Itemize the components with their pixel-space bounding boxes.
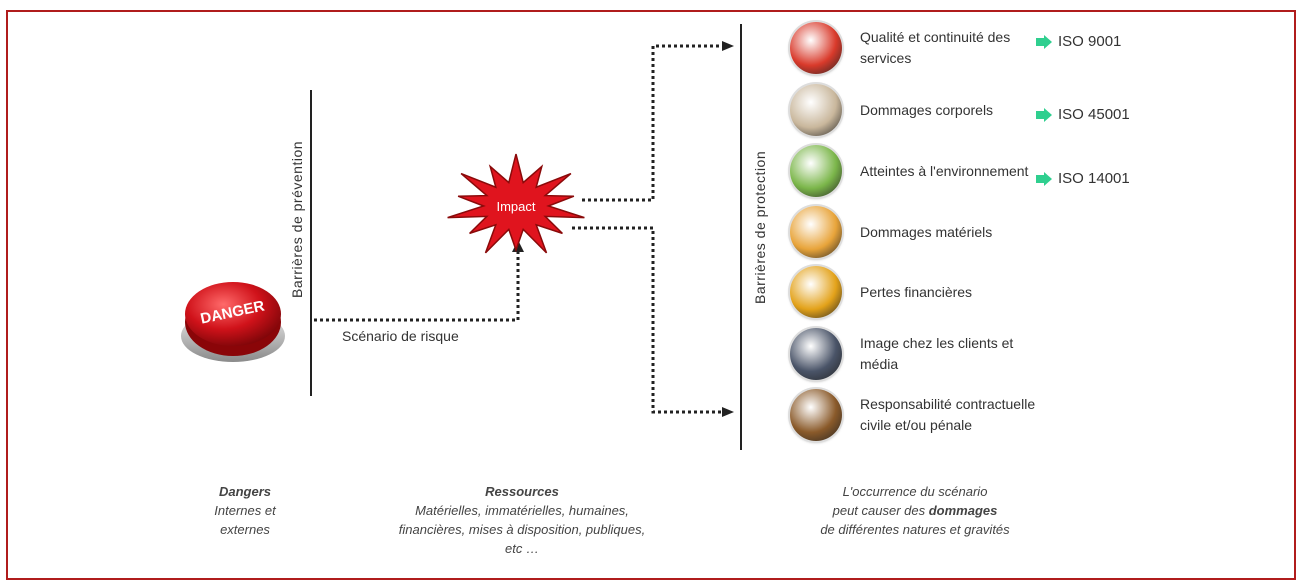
iso-label: ISO 14001 <box>1058 170 1130 187</box>
consequence-label: Responsabilité contractuelle civile et/o… <box>860 396 1036 433</box>
iso-label: ISO 9001 <box>1058 33 1122 50</box>
scenario-label: Scénario de risque <box>342 328 459 344</box>
lower-branch-path <box>572 226 722 414</box>
justice-icon <box>790 389 842 441</box>
impact-burst: Impact <box>447 153 585 254</box>
green-arrow-icon <box>1036 34 1052 49</box>
injured-person-icon <box>790 84 842 136</box>
occurrence-caption-line: peut causer des dommages <box>832 503 998 518</box>
green-arrow-icon <box>1036 171 1052 186</box>
occurrence-caption: L'occurrence du scénario peut causer des… <box>760 482 1070 539</box>
ressources-caption-line: financières, mises à disposition, publiq… <box>398 522 646 537</box>
consequence-label: Image chez les clients et média <box>860 335 1014 372</box>
occurrence-caption-bold: dommages <box>928 503 998 518</box>
ressources-caption: Ressources Matérielles, immatérielles, h… <box>352 482 692 558</box>
faces-icon <box>790 328 842 380</box>
green-arrow-icon <box>1036 107 1052 122</box>
scenario-path <box>314 252 520 322</box>
iso-45001-tag: ISO 45001 <box>1036 106 1130 123</box>
consequence-label: Dommages matériels <box>860 223 993 240</box>
consequence-item: Responsabilité contractuelle civile et/o… <box>790 389 1040 441</box>
ressources-caption-title: Ressources <box>485 484 559 499</box>
consequence-label: Atteintes à l'environnement <box>860 162 1029 179</box>
diagram-canvas: Impact DANGER Barrières de prévention Ba… <box>6 10 1296 580</box>
consequence-item: Qualité et continuité des services <box>790 22 1040 74</box>
iso-14001-tag: ISO 14001 <box>1036 170 1130 187</box>
lower-branch-arrowhead <box>722 407 734 417</box>
occurrence-caption-line: L'occurrence du scénario <box>842 484 988 499</box>
ressources-caption-line: etc … <box>505 541 539 556</box>
dangers-caption-line: externes <box>220 522 270 537</box>
consequence-item: Dommages corporels <box>790 84 1040 136</box>
consequence-label: Dommages corporels <box>860 101 994 118</box>
impact-label: Impact <box>496 199 535 214</box>
ressources-caption-line: Matérielles, immatérielles, humaines, <box>415 503 629 518</box>
consequence-item: Image chez les clients et média <box>790 328 1040 380</box>
consequence-label: Pertes financières <box>860 283 973 300</box>
connector-lines: Impact <box>310 24 742 450</box>
prevention-barrier-label: Barrières de prévention <box>289 140 305 298</box>
upper-branch-path <box>582 44 722 202</box>
iso-label: ISO 45001 <box>1058 106 1130 123</box>
euro-coin-icon <box>790 266 842 318</box>
dangers-caption-title: Dangers <box>218 484 272 499</box>
consequence-item: Pertes financières <box>790 266 1040 318</box>
upper-branch-arrowhead <box>722 41 734 51</box>
protection-barrier-label: Barrières de protection <box>752 150 768 304</box>
dangers-caption: Dangers Internes et externes <box>170 482 320 539</box>
dangers-caption-line: Internes et <box>214 503 276 518</box>
occurrence-caption-line: de différentes natures et gravités <box>820 522 1010 537</box>
consequence-item: Dommages matériels <box>790 206 1040 258</box>
consequence-item: Atteintes à l'environnement <box>790 145 1040 197</box>
iso-9001-tag: ISO 9001 <box>1036 33 1121 50</box>
consequence-label: Qualité et continuité des services <box>860 29 1011 66</box>
broken-chart-icon <box>790 22 842 74</box>
fire-icon <box>790 206 842 258</box>
danger-button-icon: DANGER <box>181 282 285 362</box>
leaf-icon <box>790 145 842 197</box>
